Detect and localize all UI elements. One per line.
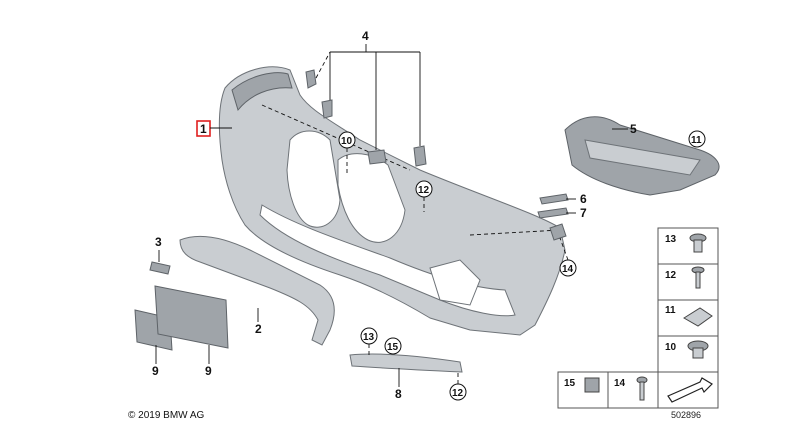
svg-text:10: 10 [341, 136, 353, 147]
svg-text:15: 15 [387, 342, 399, 353]
diagram-ref-number: 502896 [671, 410, 701, 420]
label-part-8: 8 [395, 387, 402, 401]
label-part-5: 5 [630, 122, 637, 136]
lower-lip-part-2 [179, 235, 335, 346]
svg-text:12: 12 [452, 388, 464, 399]
label-part-6: 6 [580, 192, 587, 206]
small-part-11-label: 11 [665, 305, 676, 316]
license-plate-bracket-right [154, 285, 229, 349]
svg-text:11: 11 [691, 135, 702, 146]
small-part-13-label: 13 [665, 234, 677, 245]
label-part-1: 1 [200, 122, 207, 136]
label-part-9a: 9 [152, 364, 159, 378]
callout-10: 10 [338, 131, 356, 175]
grommet-icon [687, 340, 709, 359]
callout-13: 13 [360, 327, 378, 355]
part-3 [149, 261, 171, 275]
label-part-9b: 9 [205, 364, 212, 378]
small-part-12-label: 12 [665, 270, 677, 281]
part-6 [539, 193, 569, 205]
callout-11: 11 [688, 130, 706, 148]
trim-part-8 [349, 353, 463, 373]
cap-icon [584, 377, 600, 393]
callout-12-upper: 12 [415, 180, 433, 212]
part-7 [537, 207, 569, 219]
nut-icon [689, 233, 707, 253]
brackets-group [305, 69, 427, 167]
direction-arrow-icon [667, 377, 713, 403]
callout-14: 14 [559, 237, 577, 277]
bumper-cover [218, 66, 566, 336]
clip-icon [683, 307, 713, 327]
label-part-3: 3 [155, 235, 162, 249]
callout-15: 15 [384, 337, 402, 355]
label-part-7: 7 [580, 206, 587, 220]
carrier-part-5 [564, 116, 720, 196]
svg-text:13: 13 [363, 332, 375, 343]
label-part-4: 4 [362, 29, 369, 43]
label-part-2: 2 [255, 322, 262, 336]
svg-text:14: 14 [562, 264, 574, 275]
small-parts-table: 13 12 11 10 15 14 [557, 227, 719, 409]
svg-text:12: 12 [418, 185, 430, 196]
copyright-text: © 2019 BMW AG [128, 410, 205, 421]
bolt-icon [636, 376, 648, 401]
small-part-15-label: 15 [564, 378, 576, 389]
small-part-14-label: 14 [614, 378, 626, 389]
screw-icon [691, 266, 705, 289]
small-part-10-label: 10 [665, 342, 677, 353]
callout-12-lower: 12 [449, 370, 467, 401]
